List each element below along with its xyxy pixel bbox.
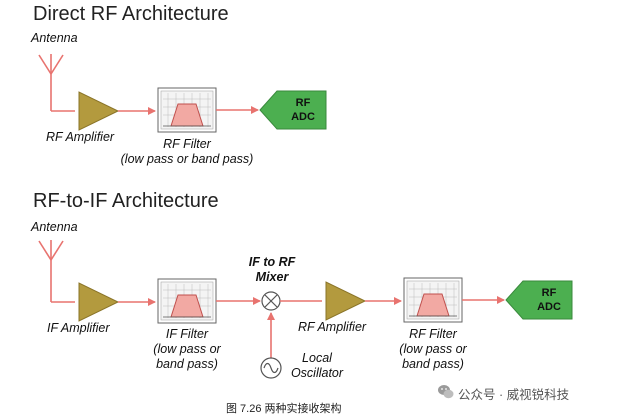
rf-adc-icon xyxy=(505,280,573,320)
antenna-icon xyxy=(38,54,64,111)
rf-filter-label-line2: (low pass or xyxy=(399,342,467,356)
if-filter-label: IF Filter (low pass or band pass) xyxy=(137,327,237,372)
rf-amplifier-label: RF Amplifier xyxy=(46,130,115,144)
antenna-label: Antenna xyxy=(31,220,78,234)
title-rf-to-if: RF-to-IF Architecture xyxy=(33,190,219,212)
rf-adc-icon xyxy=(259,90,327,130)
if-filter-icon xyxy=(157,278,217,324)
rf-filter-label-line1: RF Filter xyxy=(409,327,457,341)
rf-amplifier-icon xyxy=(78,91,120,131)
if-filter-label-line1: IF Filter xyxy=(165,327,209,341)
if-amplifier-label: IF Amplifier xyxy=(47,321,110,335)
mixer-icon xyxy=(261,291,281,311)
if-filter-label-line3: band pass) xyxy=(156,357,218,371)
rf-adc-label-line1: RF xyxy=(541,287,557,299)
rf-adc-label-line2: ADC xyxy=(291,111,315,123)
rf-amplifier-icon xyxy=(325,281,367,321)
local-oscillator-label: Local Oscillator xyxy=(280,351,354,381)
rf-adc-label-line2: ADC xyxy=(537,301,561,313)
rf-filter-icon xyxy=(403,277,463,323)
mixer-label: IF to RF Mixer xyxy=(239,255,305,285)
title-direct-rf: Direct RF Architecture xyxy=(33,3,229,25)
antenna-icon xyxy=(38,240,64,302)
local-oscillator-icon xyxy=(260,357,282,379)
rf-filter-label-line2: (low pass or band pass) xyxy=(120,152,254,166)
rf-adc-label: RF ADC xyxy=(283,96,323,124)
antenna-label: Antenna xyxy=(31,31,78,45)
wechat-icon xyxy=(438,385,454,399)
local-oscillator-label-line1: Local xyxy=(302,351,332,365)
if-amplifier-icon xyxy=(78,282,120,322)
rf-amplifier-label: RF Amplifier xyxy=(298,320,367,334)
mixer-label-line2: Mixer xyxy=(255,270,289,284)
rf-filter-icon xyxy=(157,87,217,133)
if-filter-label-line2: (low pass or xyxy=(153,342,221,356)
rf-filter-label: RF Filter (low pass or band pass) xyxy=(112,137,262,167)
rf-filter-label-line1: RF Filter xyxy=(163,137,211,151)
rf-adc-label-line1: RF xyxy=(295,97,311,109)
mixer-label-line1: IF to RF xyxy=(248,255,296,269)
watermark-text: 公众号 · 威视锐科技 xyxy=(458,388,570,402)
rf-adc-label: RF ADC xyxy=(529,286,569,314)
figure-caption: 图 7.26 两种实接收架构 xyxy=(226,403,342,415)
rf-filter-label: RF Filter (low pass or band pass) xyxy=(383,327,483,372)
rf-filter-label-line3: band pass) xyxy=(402,357,464,371)
local-oscillator-label-line2: Oscillator xyxy=(290,366,344,380)
